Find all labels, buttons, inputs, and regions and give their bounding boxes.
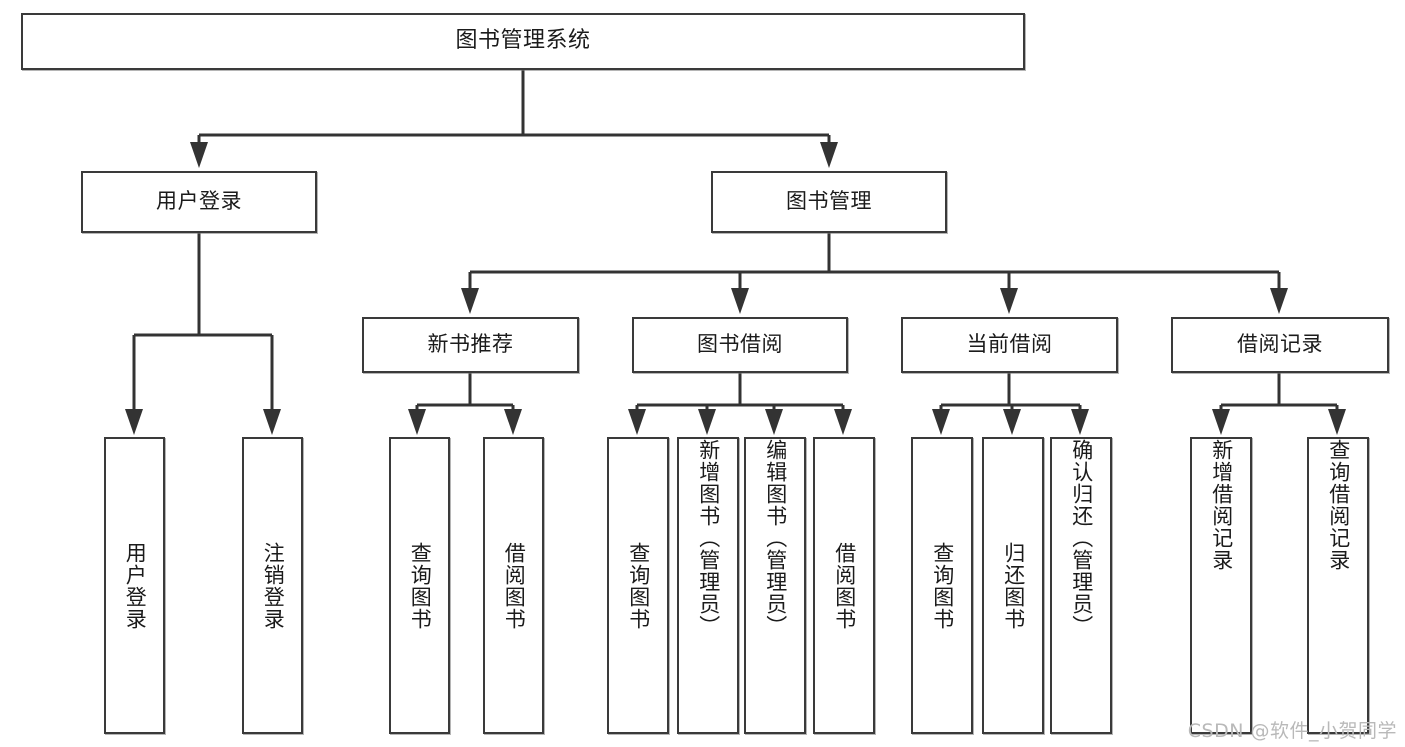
- node-leaf-query-book-2-label: 查询图书: [626, 541, 651, 630]
- node-root-system[interactable]: 图书管理系统: [21, 13, 1025, 70]
- node-leaf-add-book[interactable]: 新增图书（管理员）: [677, 437, 739, 734]
- node-book-borrow[interactable]: 图书借阅: [632, 317, 848, 373]
- node-borrow-record-label: 借阅记录: [1237, 332, 1323, 357]
- node-leaf-confirm-return-label: 确认归还（管理员）: [1069, 439, 1094, 637]
- arrowhead-group-2-leaf-0: [932, 409, 950, 435]
- node-leaf-borrow-book-2[interactable]: 借阅图书: [813, 437, 875, 734]
- node-current-borrow-label: 当前借阅: [966, 332, 1053, 357]
- node-user-login-label: 用户登录: [156, 189, 242, 214]
- arrowhead-root-child-1: [820, 142, 838, 168]
- node-current-borrow[interactable]: 当前借阅: [901, 317, 1118, 373]
- node-leaf-query-book-3-label: 查询图书: [930, 541, 955, 630]
- node-borrow-record[interactable]: 借阅记录: [1171, 317, 1389, 373]
- arrowhead-group-1-leaf-1: [698, 409, 716, 435]
- node-leaf-return-book-label: 归还图书: [1001, 541, 1026, 630]
- arrowhead-login-leaf-0: [125, 409, 143, 435]
- node-leaf-user-login[interactable]: 用户登录: [104, 437, 165, 734]
- arrowhead-login-leaf-1: [263, 409, 281, 435]
- node-new-book-recommend-label: 新书推荐: [427, 332, 514, 357]
- node-leaf-return-book[interactable]: 归还图书: [982, 437, 1044, 734]
- node-leaf-edit-book[interactable]: 编辑图书（管理员）: [744, 437, 806, 734]
- arrowhead-group-2-leaf-2: [1071, 409, 1089, 435]
- arrowhead-group-3-leaf-0: [1212, 409, 1230, 435]
- node-leaf-borrow-book-1[interactable]: 借阅图书: [483, 437, 544, 734]
- arrowhead-manage-child-1: [731, 288, 749, 314]
- arrowhead-group-2-leaf-1: [1003, 409, 1021, 435]
- node-leaf-add-book-label: 新增图书（管理员）: [696, 439, 721, 637]
- node-leaf-borrow-book-2-label: 借阅图书: [832, 541, 857, 630]
- node-book-manage-label: 图书管理: [786, 189, 872, 214]
- node-new-book-recommend[interactable]: 新书推荐: [362, 317, 579, 373]
- arrowhead-group-1-leaf-2: [765, 409, 783, 435]
- arrowhead-group-3-leaf-1: [1328, 409, 1346, 435]
- node-leaf-query-record[interactable]: 查询借阅记录: [1307, 437, 1369, 734]
- arrowhead-group-1-leaf-0: [628, 409, 646, 435]
- node-leaf-add-record[interactable]: 新增借阅记录: [1190, 437, 1252, 734]
- node-leaf-add-record-label: 新增借阅记录: [1209, 439, 1234, 571]
- node-leaf-edit-book-label: 编辑图书（管理员）: [763, 439, 788, 637]
- node-leaf-logout-label: 注销登录: [261, 541, 286, 630]
- node-user-login[interactable]: 用户登录: [81, 171, 317, 233]
- node-leaf-query-book-2[interactable]: 查询图书: [607, 437, 669, 734]
- node-leaf-confirm-return[interactable]: 确认归还（管理员）: [1050, 437, 1112, 734]
- node-leaf-user-login-label: 用户登录: [123, 541, 148, 630]
- arrowhead-manage-child-3: [1270, 288, 1288, 314]
- node-book-borrow-label: 图书借阅: [697, 332, 783, 357]
- node-book-manage[interactable]: 图书管理: [711, 171, 947, 233]
- arrowhead-root-child-0: [190, 142, 208, 168]
- arrowhead-group-1-leaf-3: [834, 409, 852, 435]
- arrowhead-group-0-leaf-1: [504, 409, 522, 435]
- node-leaf-query-book-3[interactable]: 查询图书: [911, 437, 973, 734]
- csdn-watermark: CSDN @软件_小贺同学: [1187, 720, 1397, 742]
- node-leaf-query-book-1-label: 查询图书: [408, 541, 433, 630]
- arrowhead-group-0-leaf-0: [408, 409, 426, 435]
- node-leaf-logout[interactable]: 注销登录: [242, 437, 303, 734]
- node-leaf-borrow-book-1-label: 借阅图书: [502, 541, 527, 630]
- node-root-system-label: 图书管理系统: [455, 28, 591, 54]
- arrowhead-manage-child-0: [461, 288, 479, 314]
- arrowhead-manage-child-2: [1000, 288, 1018, 314]
- node-leaf-query-book-1[interactable]: 查询图书: [389, 437, 450, 734]
- node-leaf-query-record-label: 查询借阅记录: [1326, 439, 1351, 571]
